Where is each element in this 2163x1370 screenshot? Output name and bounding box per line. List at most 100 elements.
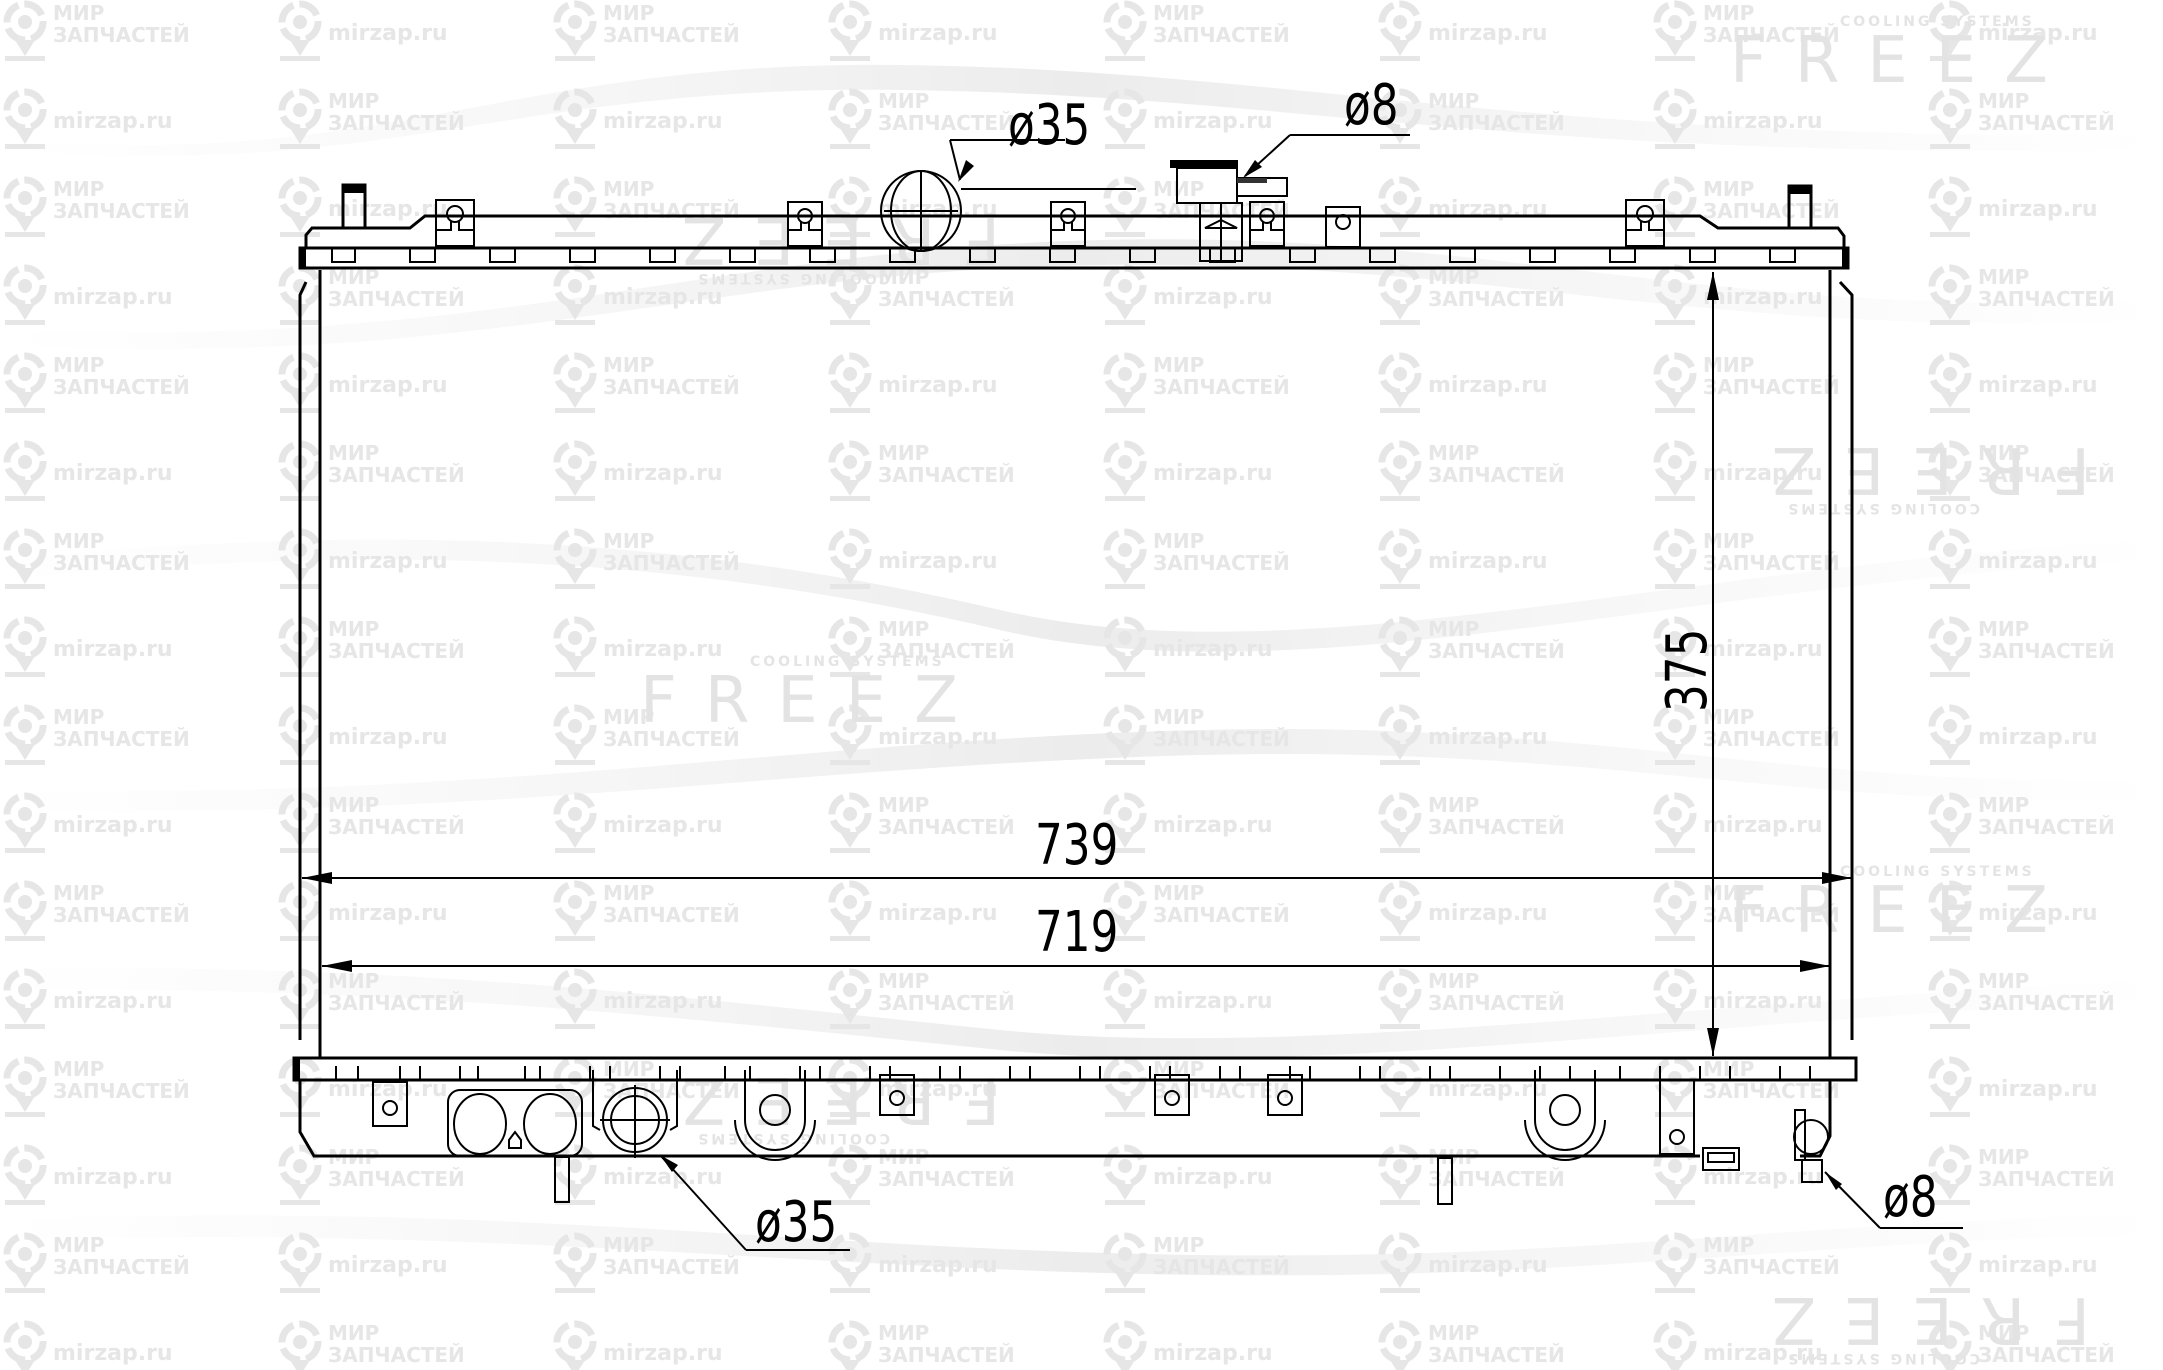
svg-text:FREEZ: FREEZ: [1744, 1282, 2090, 1356]
svg-text:mirzap.ru: mirzap.ru: [1428, 901, 1548, 926]
svg-text:МИР: МИР: [1978, 969, 2029, 993]
svg-text:ЗАПЧАСТЕЙ: ЗАПЧАСТЕЙ: [1703, 903, 1840, 927]
svg-text:mirzap.ru: mirzap.ru: [1703, 989, 1823, 1014]
mirzap-badge: mirzap.ru: [5, 1324, 173, 1370]
mirzap-badge: mirzap.ru: [1930, 1060, 2098, 1117]
svg-text:mirzap.ru: mirzap.ru: [1153, 285, 1273, 310]
svg-text:ЗАПЧАСТЕЙ: ЗАПЧАСТЕЙ: [1978, 1167, 2115, 1191]
mirzap-badge: mirzap.ru: [5, 444, 173, 501]
mirzap-badge: mirzap.ru: [1930, 1236, 2098, 1293]
svg-text:ЗАПЧАСТЕЙ: ЗАПЧАСТЕЙ: [878, 815, 1015, 839]
svg-text:МИР: МИР: [1428, 793, 1479, 817]
svg-text:FREEZ: FREEZ: [640, 664, 986, 738]
svg-text:ЗАПЧАСТЕЙ: ЗАПЧАСТЕЙ: [53, 727, 190, 751]
svg-text:МИР: МИР: [1703, 177, 1754, 201]
svg-text:ЗАПЧАСТЕЙ: ЗАПЧАСТЕЙ: [1703, 199, 1840, 223]
mirzap-badge: mirzap.ru: [280, 180, 448, 237]
mirzap-badge: mirzap.ru: [1105, 1148, 1273, 1205]
svg-text:МИР: МИР: [1703, 353, 1754, 377]
svg-text:ЗАПЧАСТЕЙ: ЗАПЧАСТЕЙ: [328, 287, 465, 311]
svg-text:ЗАПЧАСТЕЙ: ЗАПЧАСТЕЙ: [1428, 111, 1565, 135]
svg-text:mirzap.ru: mirzap.ru: [878, 901, 998, 926]
mirzap-badge: mirzap.ru: [830, 4, 998, 61]
svg-text:ЗАПЧАСТЕЙ: ЗАПЧАСТЕЙ: [328, 1167, 465, 1191]
svg-text:COOLING SYSTEMS: COOLING SYSTEMS: [750, 654, 945, 670]
svg-text:МИР: МИР: [328, 1321, 379, 1345]
svg-text:mirzap.ru: mirzap.ru: [328, 901, 448, 926]
svg-text:ЗАПЧАСТЕЙ: ЗАПЧАСТЕЙ: [603, 903, 740, 927]
svg-text:МИР: МИР: [603, 881, 654, 905]
mirzap-badge: mirzap.ru: [5, 796, 173, 853]
svg-text:mirzap.ru: mirzap.ru: [1978, 1253, 2098, 1278]
svg-text:mirzap.ru: mirzap.ru: [878, 725, 998, 750]
svg-text:МИР: МИР: [53, 1, 104, 25]
svg-text:МИР: МИР: [1428, 89, 1479, 113]
svg-text:mirzap.ru: mirzap.ru: [1978, 901, 2098, 926]
mirzap-badge: mirzap.ru: [830, 708, 998, 765]
svg-text:COOLING SYSTEMS: COOLING SYSTEMS: [695, 1130, 890, 1146]
svg-text:МИР: МИР: [1153, 353, 1204, 377]
mirzap-badge: mirzap.ru: [280, 708, 448, 765]
dimension-lines: [302, 134, 1963, 1251]
svg-text:mirzap.ru: mirzap.ru: [1153, 989, 1273, 1014]
mirzap-badge: mirzap.ru: [1930, 708, 2098, 765]
mirzap-badge: mirzap.ru: [1105, 268, 1273, 325]
svg-text:mirzap.ru: mirzap.ru: [1153, 461, 1273, 486]
svg-text:mirzap.ru: mirzap.ru: [603, 461, 723, 486]
svg-text:МИР: МИР: [1428, 1321, 1479, 1345]
svg-text:ЗАПЧАСТЕЙ: ЗАПЧАСТЕЙ: [53, 1079, 190, 1103]
mirzap-badge: mirzap.ru: [1930, 4, 2098, 61]
svg-text:mirzap.ru: mirzap.ru: [603, 637, 723, 662]
svg-text:ЗАПЧАСТЕЙ: ЗАПЧАСТЕЙ: [1978, 111, 2115, 135]
mirzap-badge: mirzap.ru: [1655, 92, 1823, 149]
svg-text:МИР: МИР: [878, 89, 929, 113]
svg-text:МИР: МИР: [53, 177, 104, 201]
svg-text:ЗАПЧАСТЕЙ: ЗАПЧАСТЕЙ: [1978, 287, 2115, 311]
mirzap-badge: mirzap.ru: [1930, 532, 2098, 589]
svg-text:mirzap.ru: mirzap.ru: [1703, 461, 1823, 486]
svg-text:mirzap.ru: mirzap.ru: [1428, 197, 1548, 222]
mirzap-badge: mirzap.ru: [1105, 620, 1273, 677]
mirzap-badge: mirzap.ru: [1380, 356, 1548, 413]
svg-text:mirzap.ru: mirzap.ru: [328, 1253, 448, 1278]
svg-text:МИР: МИР: [1978, 793, 2029, 817]
svg-text:mirzap.ru: mirzap.ru: [1978, 373, 2098, 398]
svg-text:mirzap.ru: mirzap.ru: [878, 549, 998, 574]
svg-text:МИР: МИР: [53, 881, 104, 905]
bottom-outlet-pipe: [592, 1070, 678, 1158]
mirzap-badge: mirzap.ru: [1655, 972, 1823, 1029]
svg-text:ЗАПЧАСТЕЙ: ЗАПЧАСТЕЙ: [1703, 1255, 1840, 1279]
mirzap-badge: mirzap.ru: [1105, 444, 1273, 501]
svg-text:mirzap.ru: mirzap.ru: [603, 1341, 723, 1366]
svg-text:МИР: МИР: [1703, 881, 1754, 905]
svg-text:МИР: МИР: [1703, 1057, 1754, 1081]
mirzap-badge: mirzap.ru: [5, 972, 173, 1029]
svg-text:mirzap.ru: mirzap.ru: [1978, 197, 2098, 222]
svg-text:МИР: МИР: [878, 969, 929, 993]
freez-logo-inverted-right: COOLING SYSTEMS FREEZ: [1744, 432, 2090, 516]
core-width-label: 719: [1035, 900, 1119, 965]
mirzap-badge: mirzap.ru: [280, 1236, 448, 1293]
freez-logo-inverted-bottom: COOLING SYSTEMS FREEZ: [654, 1062, 1000, 1146]
svg-text:mirzap.ru: mirzap.ru: [1153, 109, 1273, 134]
svg-text:mirzap.ru: mirzap.ru: [603, 813, 723, 838]
svg-text:МИР: МИР: [1978, 617, 2029, 641]
svg-text:ЗАПЧАСТЕЙ: ЗАПЧАСТЕЙ: [1978, 639, 2115, 663]
svg-text:mirzap.ru: mirzap.ru: [878, 21, 998, 46]
svg-text:mirzap.ru: mirzap.ru: [878, 197, 998, 222]
svg-text:МИР: МИР: [1428, 441, 1479, 465]
